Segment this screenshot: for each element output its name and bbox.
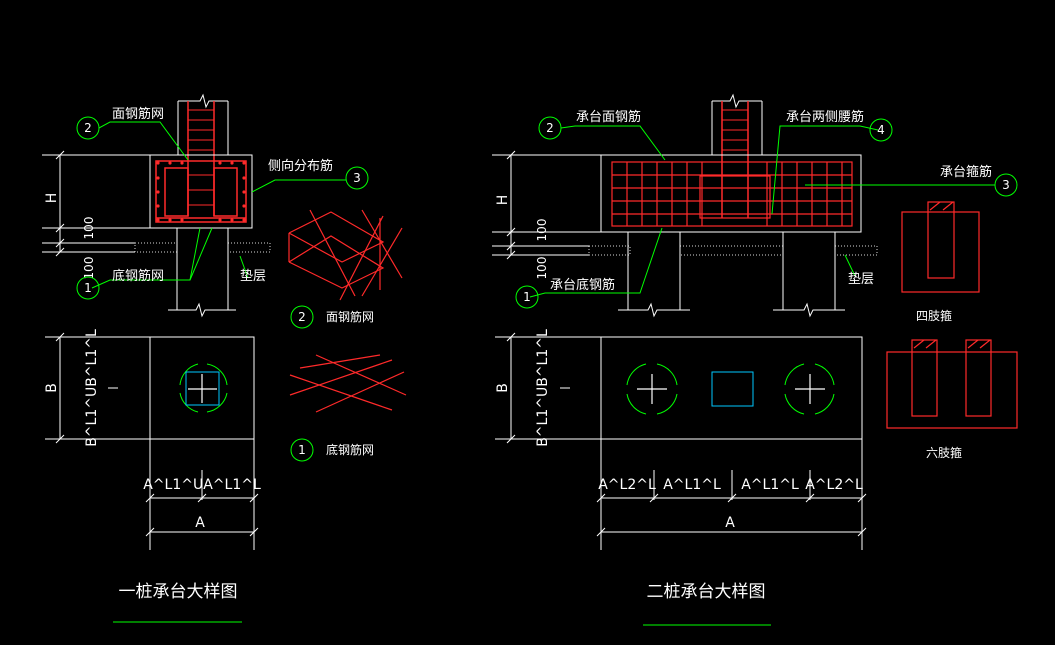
label-cap-side-waist-rebar: 承台两侧腰筋 — [786, 109, 864, 125]
four-leg-stirrup-sketch — [901, 201, 980, 293]
dim-b-split-one-pile: B^L1^UB^L1^L — [84, 329, 100, 447]
plan-cap-outline-two-pile — [600, 336, 863, 440]
pile-cap-rebar — [155, 160, 247, 223]
one-pile-detail: H 100 100 2 3 1 面钢筋网 侧向分布筋 底钢筋网 垫层 — [42, 93, 407, 623]
bottom-mesh-sketch — [289, 354, 407, 413]
label-cap-top-rebar: 承台面钢筋 — [576, 109, 641, 125]
six-leg-stirrup-sketch — [886, 339, 1018, 429]
two-pile-cap-rebar-grid — [611, 161, 853, 227]
bubble-4-two-pile — [869, 118, 893, 142]
leaders-one-pile — [91, 121, 346, 289]
pile-circle-left-two-pile — [626, 363, 678, 415]
column-above-two-pile-cap — [711, 93, 763, 218]
dim-a-label-two-pile: A — [725, 515, 735, 531]
label-cap-stirrup: 承台箍筋 — [940, 164, 992, 180]
title-two-pile: 二桩承台大样图 — [647, 582, 766, 602]
pile-circle-right-two-pile — [784, 363, 835, 415]
dim-a-l2-right: A^L2^L — [805, 477, 863, 493]
dim-plan-horizontal-two-pile — [596, 439, 867, 550]
dim-h-label-two-pile: H — [495, 195, 511, 206]
pile-column-square-one-pile — [185, 371, 220, 406]
legend-top-label: 面钢筋网 — [326, 309, 374, 324]
rebar-dots — [156, 161, 246, 222]
label-cushion-one-pile: 垫层 — [240, 268, 266, 284]
legend-bubble-bottom — [290, 438, 314, 462]
pile-below-cap — [168, 228, 236, 318]
dim-h-label: H — [44, 193, 60, 204]
two-pile-detail: H 100 100 2 4 3 1 承台面钢筋 承台两侧腰筋 承台箍筋 承台底钢… — [492, 93, 1018, 626]
title-one-pile: 一桩承台大样图 — [119, 582, 238, 602]
bubble-1-two-pile — [515, 285, 539, 309]
dim-a-split-one-pile: A^L1^UA^L1^L — [143, 477, 261, 493]
legend-bubble-bottom-num: 1 — [298, 443, 306, 457]
dim-100-label-b-two-pile: 100 — [535, 257, 549, 280]
plan-cap-outline-one-pile — [149, 336, 255, 440]
legend-bottom-label: 底钢筋网 — [326, 442, 374, 457]
bubble-3-two-pile — [994, 173, 1018, 197]
bubble-3-label-one-pile: 3 — [353, 171, 361, 185]
label-bottom-rebar-mesh: 底钢筋网 — [112, 268, 164, 284]
label-cap-bottom-rebar: 承台底钢筋 — [550, 277, 615, 293]
label-side-distribution-rebar: 侧向分布筋 — [268, 158, 333, 174]
dim-a-l1-right: A^L1^L — [741, 477, 799, 493]
bubble-2-two-pile — [538, 116, 562, 140]
label-top-rebar-mesh: 面钢筋网 — [112, 106, 164, 122]
bubble-3-one-pile — [345, 166, 369, 190]
bubble-3-label-two-pile: 3 — [1002, 178, 1010, 192]
dim-a-label-one-pile: A — [195, 515, 205, 531]
dim-left-vertical-two-pile — [492, 150, 601, 260]
bubble-2-one-pile — [76, 116, 100, 140]
label-four-leg-stirrup: 四肢箍 — [916, 308, 952, 323]
dim-100-label-b: 100 — [82, 257, 96, 280]
dim-plan-vertical-two-pile — [495, 332, 601, 444]
label-six-leg-stirrup: 六肢箍 — [926, 445, 962, 460]
dim-100-label-a-two-pile: 100 — [535, 219, 549, 242]
bubble-4-label-two-pile: 4 — [877, 123, 885, 137]
bubble-1-label-two-pile: 1 — [523, 290, 531, 304]
dim-plan-vertical-one-pile — [45, 332, 150, 444]
dim-b-label-one-pile: B — [44, 383, 60, 393]
legend-bubble-top — [290, 305, 314, 329]
dim-plan-horizontal-one-pile — [145, 439, 259, 550]
dim-b-label-two-pile: B — [495, 383, 511, 393]
dim-a-l1-left: A^L1^L — [663, 477, 721, 493]
legend-bubble-top-num: 2 — [298, 310, 306, 324]
bubble-1-one-pile — [76, 276, 100, 300]
piles-below-two-pile-cap — [618, 232, 845, 318]
dim-left-vertical — [42, 150, 150, 257]
two-pile-cap-outline — [600, 154, 862, 233]
dim-b-split-two-pile: B^L1^UB^L1^L — [535, 329, 551, 447]
cushion-pad — [134, 242, 271, 253]
dim-100-label-a: 100 — [82, 217, 96, 240]
bubble-1-label-one-pile: 1 — [84, 281, 92, 295]
column-square-two-pile — [711, 371, 754, 407]
cushion-pad-two-pile — [588, 245, 878, 256]
bubble-2-label-one-pile: 2 — [84, 121, 92, 135]
dim-a-l2-left: A^L2^L — [598, 477, 656, 493]
bubble-2-label-two-pile: 2 — [546, 121, 554, 135]
top-mesh-sketch — [288, 209, 403, 301]
label-cushion-two-pile: 垫层 — [848, 271, 874, 287]
